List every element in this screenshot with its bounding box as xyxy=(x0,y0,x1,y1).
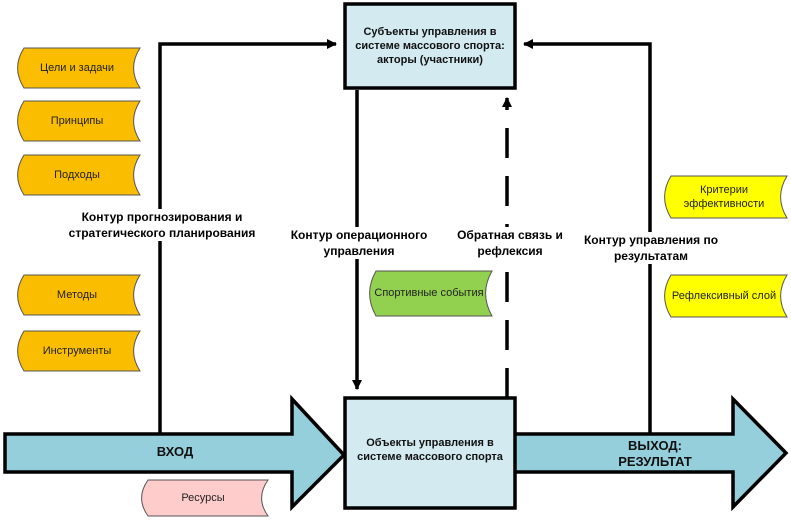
left-item-tools-shape xyxy=(17,330,141,372)
left-item-goals-shape xyxy=(17,47,141,89)
right-item-reflexive-layer: Рефлексивный слой xyxy=(671,290,777,302)
operational-contour-label: Контур операционного управления xyxy=(272,227,446,259)
results-contour-line xyxy=(523,39,652,434)
bottom-item-resources: Ресурсы xyxy=(181,492,225,504)
left-item-approaches-shape xyxy=(17,154,141,196)
objects-box-text: Объекты управления в системе массового с… xyxy=(357,437,503,463)
forecasting-contour-line xyxy=(158,39,337,434)
middle-item-sport-events-shape xyxy=(369,270,493,317)
output-arrow xyxy=(512,394,789,512)
left-item-approaches: Подходы xyxy=(54,169,100,181)
left-item-methods-shape xyxy=(17,274,141,316)
left-item-goals: Цели и задачи xyxy=(39,62,115,74)
left-item-principles: Принципы xyxy=(50,115,104,127)
subjects-box xyxy=(343,2,517,90)
output-arrow-label: ВЫХОД: РЕЗУЛЬТАТ xyxy=(618,438,692,469)
right-item-efficiency-criteria-shape xyxy=(664,175,788,219)
objects-box xyxy=(343,396,517,510)
left-item-tools: Инструменты xyxy=(42,345,112,357)
input-arrow xyxy=(3,394,347,512)
subjects-box-text: Субъекты управления в системе массового … xyxy=(355,26,505,66)
input-arrow-label: ВХОД xyxy=(156,444,194,459)
right-item-efficiency-criteria: Критерии эффективности xyxy=(683,184,765,210)
middle-item-sport-events: Спортивные события xyxy=(374,287,484,299)
left-item-methods: Методы xyxy=(56,289,98,301)
forecasting-contour-label: Контур прогнозирования и стратегического… xyxy=(66,209,258,241)
left-item-principles-shape xyxy=(17,100,141,142)
right-item-reflexive-layer-shape xyxy=(664,274,788,318)
bottom-item-resources-shape xyxy=(141,479,269,517)
feedback-contour-label: Обратная связь и рефлексия xyxy=(444,227,576,259)
results-contour-label: Контур управления по результатам xyxy=(578,232,724,264)
